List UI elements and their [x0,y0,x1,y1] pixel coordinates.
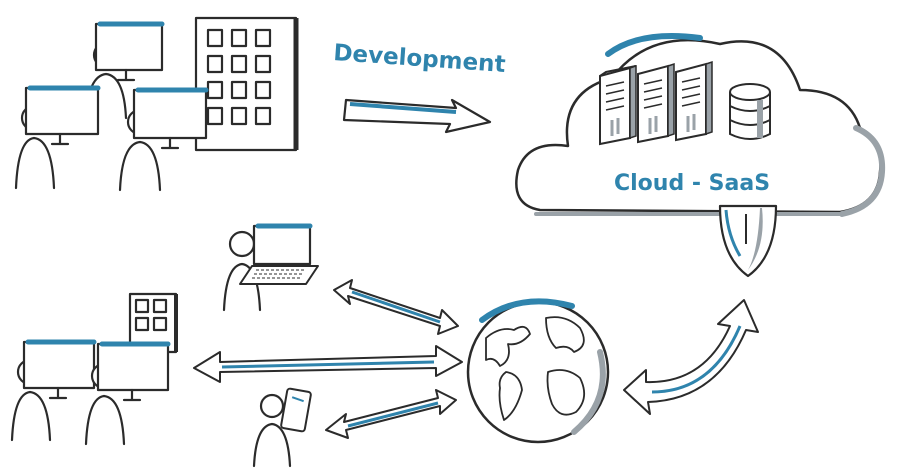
server-icon [599,64,637,146]
development-label: Development [333,40,507,78]
office-building-icon [194,16,299,152]
server-icon [675,60,713,142]
desktop-user-icon [84,341,171,446]
shield-icon [718,204,778,278]
curved-double-arrow-icon [623,299,759,415]
double-arrow-icon [333,279,459,335]
double-arrow-icon [325,389,457,439]
desktop-user-icon [10,339,97,442]
globe-icon [466,298,610,444]
cloud-label: Cloud - SaaS [614,171,770,196]
server-icon [637,62,675,144]
desktop-user-icon [118,87,209,192]
development-arrow-icon [342,98,492,134]
desktop-user-icon [14,85,101,190]
database-icon [729,83,771,140]
tablet-user-icon [252,387,312,468]
double-arrow-icon [193,345,463,383]
laptop-user-icon [222,223,319,312]
desktop-user-icon [84,21,165,120]
